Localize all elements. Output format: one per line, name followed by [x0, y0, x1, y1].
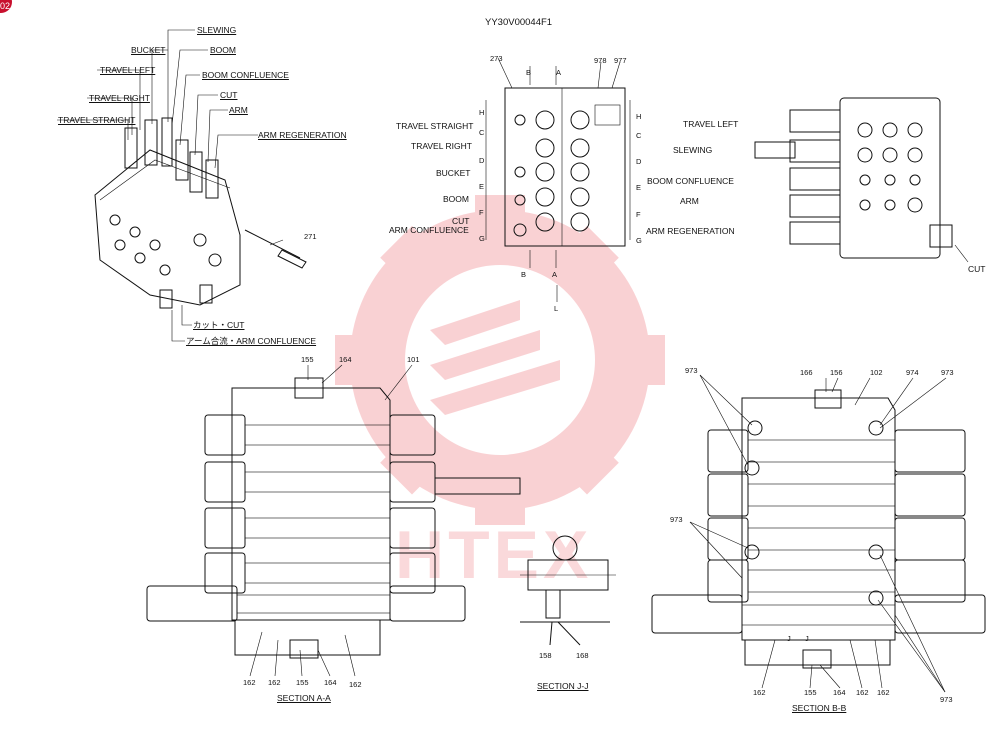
- front-right-label-boom-confluence: BOOM CONFLUENCE: [647, 176, 734, 186]
- front-left-letter-e: E: [479, 182, 485, 191]
- aa-top-number-164: 164: [339, 355, 352, 364]
- watermark-text: HTEX: [395, 517, 593, 593]
- aa-section-title: SECTION A-A: [277, 693, 331, 703]
- jj-section-title: SECTION J-J: [537, 681, 589, 691]
- bb-bottom-number-162-b: 162: [856, 688, 869, 697]
- aa-bottom-number-162-a: 162: [243, 678, 256, 687]
- iso-label-boom: BOOM: [210, 45, 236, 55]
- bb-letter-j-left: J: [787, 634, 791, 643]
- aa-bottom-number-162-c: 162: [349, 680, 362, 689]
- front-right-letter-g: G: [636, 236, 642, 245]
- section-aa-body: [146, 377, 521, 659]
- front-left-letter-h: H: [479, 108, 485, 117]
- bb-bottom-number-164: 164: [833, 688, 846, 697]
- front-left-label-bucket: BUCKET: [436, 168, 471, 178]
- front-right-label-arm: ARM: [680, 196, 699, 206]
- section-bb-leaders: [689, 374, 947, 693]
- front-top-number-977: 977: [614, 56, 627, 65]
- iso-valve-body: [94, 117, 307, 309]
- iso-leader-lines: [57, 29, 284, 342]
- front-right-label-travel-left: TRAVEL LEFT: [683, 119, 739, 129]
- aa-bottom-number-164: 164: [324, 678, 337, 687]
- side-valve-body: [754, 97, 969, 263]
- bb-top-number-166: 166: [800, 368, 813, 377]
- bb-bottom-number-162-a: 162: [753, 688, 766, 697]
- bb-left-number-973: 973: [670, 515, 683, 524]
- bb-letter-j-right: J: [805, 634, 809, 643]
- front-part-number: 273: [490, 54, 503, 63]
- front-valve-body: [504, 87, 626, 247]
- front-left-letter-f: F: [479, 208, 484, 217]
- aa-bottom-number-162-b: 162: [268, 678, 281, 687]
- section-jj-body: [520, 535, 616, 646]
- iso-label-travel-right: TRAVEL RIGHT: [89, 93, 150, 103]
- bb-bottom-number-973: 973: [940, 695, 953, 704]
- front-left-letter-g: G: [479, 234, 485, 243]
- front-right-letter-e: E: [636, 183, 642, 192]
- bb-top-number-156: 156: [830, 368, 843, 377]
- front-right-letter-h: H: [636, 112, 642, 121]
- aa-bottom-number-155: 155: [296, 678, 309, 687]
- iso-label-arm-confluence-jp: アーム合流・ARM CONFLUENCE: [186, 336, 317, 346]
- front-section-a-top: A: [556, 68, 562, 77]
- front-right-letter-c: C: [636, 131, 642, 140]
- aa-top-number-101: 101: [407, 355, 420, 364]
- front-top-number-978: 978: [594, 56, 607, 65]
- iso-label-slewing: SLEWING: [197, 25, 237, 35]
- front-left-label-boom: BOOM: [443, 194, 469, 204]
- bb-top-number-102: 102: [870, 368, 883, 377]
- bb-bottom-number-155: 155: [804, 688, 817, 697]
- front-right-label-arm-regeneration: ARM REGENERATION: [646, 226, 735, 236]
- bb-bottom-number-162-c: 162: [877, 688, 890, 697]
- aa-top-number-155: 155: [301, 355, 314, 364]
- iso-label-boom-confluence: BOOM CONFLUENCE: [202, 70, 289, 80]
- section-aa-leaders: [249, 364, 413, 677]
- drawing-code: YY30V00044F1: [485, 17, 553, 28]
- front-left-label-cut: CUT: [452, 216, 470, 226]
- front-left-label-travel-right: TRAVEL RIGHT: [411, 141, 472, 151]
- front-section-l: L: [554, 304, 559, 313]
- iso-label-travel-left: TRAVEL LEFT: [100, 65, 156, 75]
- page-corner-badge: 02: [0, 0, 12, 13]
- bb-top-number-973-a: 973: [685, 366, 698, 375]
- front-section-marks: [485, 57, 631, 302]
- iso-label-cut: CUT: [220, 90, 238, 100]
- section-bb-body: [651, 389, 986, 669]
- jj-number-158: 158: [539, 651, 552, 660]
- front-section-b-bottom: B: [521, 270, 527, 279]
- jj-number-168: 168: [576, 651, 589, 660]
- front-left-label-travel-straight: TRAVEL STRAIGHT: [396, 121, 474, 131]
- bb-section-title: SECTION B-B: [792, 703, 847, 713]
- front-left-letter-d: D: [479, 156, 485, 165]
- iso-label-cut-jp: カット・CUT: [193, 320, 245, 330]
- side-label-cut: CUT: [968, 264, 986, 274]
- front-left-label-arm-confluence: ARM CONFLUENCE: [389, 225, 469, 235]
- bb-top-number-973-b: 973: [941, 368, 954, 377]
- front-right-label-slewing: SLEWING: [673, 145, 713, 155]
- front-section-a-bottom: A: [552, 270, 558, 279]
- iso-label-arm: ARM: [229, 105, 248, 115]
- front-section-b-top: B: [526, 68, 532, 77]
- front-right-letter-f: F: [636, 210, 641, 219]
- iso-bolt-number: 271: [304, 232, 317, 241]
- iso-label-arm-regeneration: ARM REGENERATION: [258, 130, 347, 140]
- front-right-letter-d: D: [636, 157, 642, 166]
- bb-top-number-974: 974: [906, 368, 919, 377]
- front-left-letter-c: C: [479, 128, 485, 137]
- iso-label-travel-straight: TRAVEL STRAIGHT: [58, 115, 136, 125]
- iso-label-bucket: BUCKET: [131, 45, 166, 55]
